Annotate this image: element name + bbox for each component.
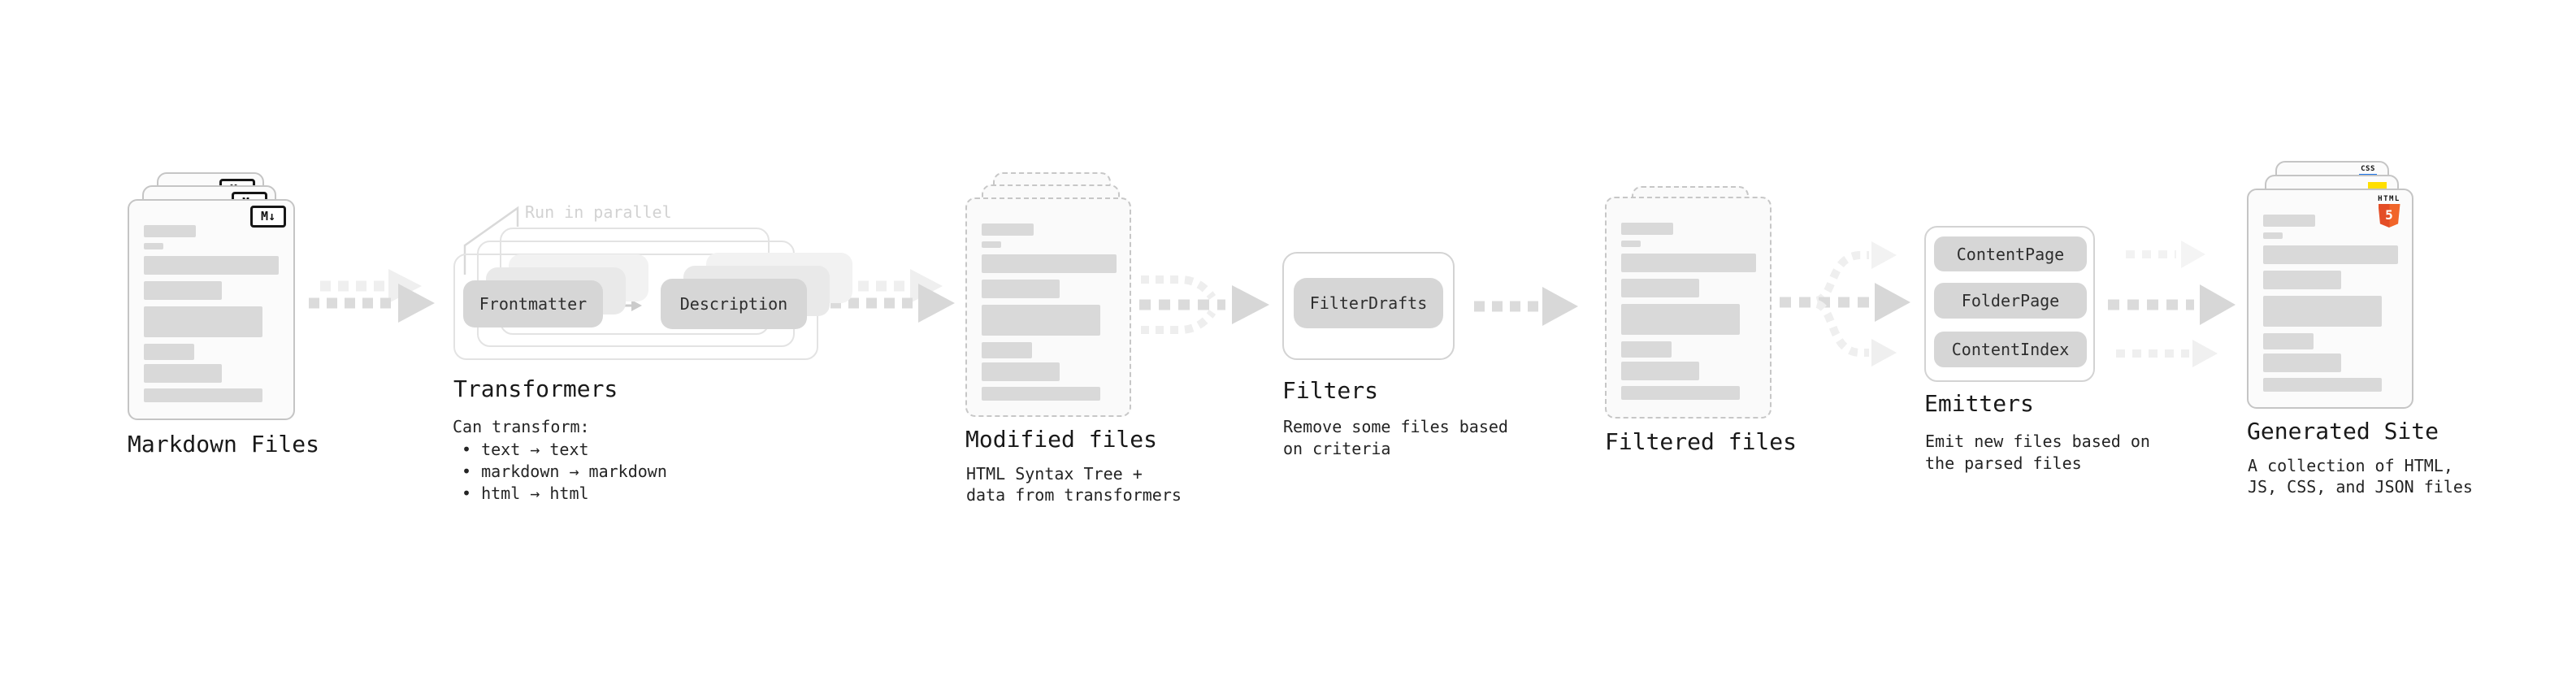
arrow-filters-to-filtered xyxy=(1474,287,1578,326)
modified-files-subtitle: HTML Syntax Tree + xyxy=(966,464,1143,484)
placeholder-line xyxy=(1621,241,1641,247)
contentindex-pill: ContentIndex xyxy=(1934,332,2087,367)
placeholder-line xyxy=(2263,245,2398,264)
placeholder-line xyxy=(982,305,1100,336)
file-card-front: HTML 5 xyxy=(2247,189,2413,409)
filters-subtitle: Remove some files based xyxy=(1283,417,1508,436)
filters-subtitle: on criteria xyxy=(1283,439,1391,458)
placeholder-line xyxy=(144,306,262,337)
folderpage-pill: FolderPage xyxy=(1934,283,2087,319)
placeholder-line xyxy=(2263,296,2382,327)
placeholder-line xyxy=(982,241,1001,248)
modified-files-subtitle: data from transformers xyxy=(966,485,1182,505)
modified-files-label: Modified files xyxy=(965,426,1158,453)
placeholder-line xyxy=(144,344,194,360)
placeholder-line xyxy=(2263,333,2314,349)
placeholder-line xyxy=(144,388,262,402)
filtered-files-label: Filtered files xyxy=(1605,428,1798,455)
placeholder-line xyxy=(982,387,1100,401)
markdown-files-label: Markdown Files xyxy=(128,431,320,458)
arrow-filtered-to-emitters xyxy=(1780,241,1910,367)
transformers-bullet: • text → text xyxy=(462,440,589,459)
placeholder-line xyxy=(982,223,1034,236)
placeholder-line xyxy=(144,243,163,249)
arrow-markdown-to-transformers xyxy=(309,269,435,323)
filterdrafts-pill: FilterDrafts xyxy=(1294,278,1443,328)
generated-site-label: Generated Site xyxy=(2247,418,2439,445)
html5-icon: HTML 5 xyxy=(2376,195,2402,228)
placeholder-line xyxy=(1621,362,1699,380)
transformers-bullet: • html → html xyxy=(462,484,589,503)
placeholder-line xyxy=(1621,223,1673,235)
placeholder-line xyxy=(2263,232,2283,239)
placeholder-line xyxy=(2263,378,2382,392)
placeholder-line xyxy=(2263,354,2341,372)
placeholder-line xyxy=(2263,271,2341,289)
placeholder-line xyxy=(982,342,1032,358)
arrow-emitters-to-generated xyxy=(2108,241,2236,367)
description-pill: Description xyxy=(661,279,807,329)
placeholder-line xyxy=(1621,304,1740,335)
file-card-front: M↓ xyxy=(128,199,295,420)
placeholder-line xyxy=(1621,386,1740,400)
placeholder-line xyxy=(982,280,1060,298)
placeholder-line xyxy=(1621,279,1699,297)
arrow-modified-to-filters xyxy=(1139,275,1269,334)
placeholder-line xyxy=(144,256,279,275)
transformers-bullet: • markdown → markdown xyxy=(462,462,667,481)
arrow-transformers-to-modified xyxy=(830,269,955,323)
emitters-subtitle: Emit new files based on xyxy=(1925,432,2150,451)
placeholder-line xyxy=(982,254,1117,273)
placeholder-line xyxy=(144,225,196,237)
file-card-front xyxy=(1605,197,1772,419)
contentpage-pill: ContentPage xyxy=(1934,236,2087,271)
generated-site-subtitle: JS, CSS, and JSON files xyxy=(2248,477,2473,497)
markdown-icon: M↓ xyxy=(250,206,286,228)
file-card-front xyxy=(965,197,1131,417)
placeholder-line xyxy=(2263,215,2315,227)
placeholder-line xyxy=(144,364,222,383)
placeholder-line xyxy=(982,362,1060,381)
run-in-parallel-note: Run in parallel xyxy=(525,202,672,222)
placeholder-line xyxy=(1621,341,1672,358)
emitters-subtitle: the parsed files xyxy=(1925,453,2082,473)
placeholder-line xyxy=(1621,254,1756,272)
emitters-title: Emitters xyxy=(1924,390,2034,417)
generated-site-subtitle: A collection of HTML, xyxy=(2248,456,2453,475)
placeholder-line xyxy=(144,281,222,300)
frontmatter-pill: Frontmatter xyxy=(463,280,603,327)
transformers-title: Transformers xyxy=(453,375,618,402)
filters-title: Filters xyxy=(1282,377,1379,404)
transformers-subtitle-heading: Can transform: xyxy=(453,417,590,436)
